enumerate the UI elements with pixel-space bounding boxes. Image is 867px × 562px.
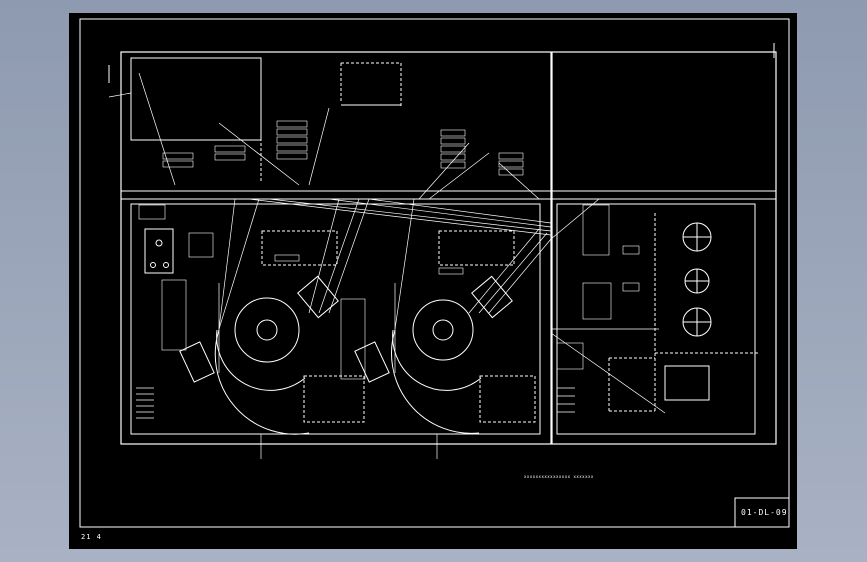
drawing-caption: xxxxxxxxxxxxxxxx xxxxxxx: [524, 474, 594, 479]
drawing-sheet: 21 4 01-DL-09 xxxxxxxxxxxxxxxx xxxxxxx: [69, 13, 797, 549]
cabinet-1: [261, 230, 338, 266]
left-hall-outline: [120, 51, 552, 445]
cabinet-3: [303, 375, 365, 423]
cabinet-4: [479, 375, 536, 423]
cabinet-2: [438, 230, 515, 266]
title-block: [734, 497, 790, 528]
drawing-number: 01-DL-09: [741, 508, 788, 517]
unit-ring-2: [412, 299, 474, 361]
right-room-outline: [551, 51, 777, 445]
cad-floor-plan: [79, 18, 790, 528]
sheet-border: [79, 18, 790, 528]
page-number: 21 4: [81, 533, 102, 541]
unit-ring-1: [234, 297, 300, 363]
